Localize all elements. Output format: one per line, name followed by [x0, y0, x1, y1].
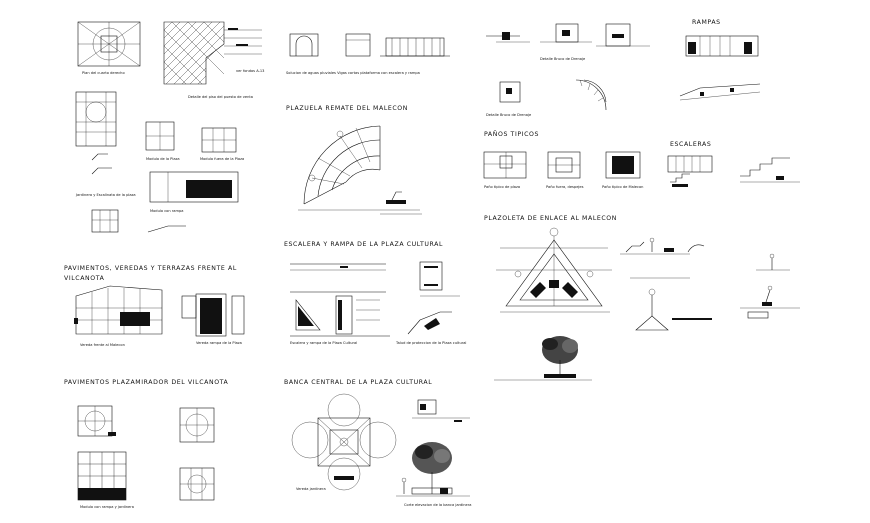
banca-elevation: Corte elevacion de la banca jardinera — [396, 399, 471, 507]
heading-panos: PAÑOS TIPICOS — [484, 129, 539, 138]
svg-text:Detalle Bruco de Drenaje: Detalle Bruco de Drenaje — [486, 113, 532, 117]
heading-banca: BANCA CENTRAL DE LA PLAZA CULTURAL — [284, 379, 432, 386]
caption-detalle-bruco: Detalle Bruco de Drenaje — [540, 57, 586, 61]
caption-modulo-plaza: Modulo de la Plaza — [146, 157, 180, 161]
caption-modulo-fuera: Modulo fuera de la Plaza — [200, 157, 244, 161]
heading-pav-veredas-1: PAVIMENTOS, VEREDAS Y TERRAZAS FRENTE AL — [64, 265, 237, 272]
caption-banca-plan: Vereda jardinera — [296, 487, 326, 491]
caption-pano-malecon: Paño tipico de Malecon — [602, 185, 643, 189]
left-details-column: Modulo de la Plaza Modulo fuera de la Pl… — [75, 91, 244, 233]
caption-modulo-rampa-jardinera: Modulo con rampa y jardinera — [80, 505, 134, 509]
heading-plazoleta: PLAZOLETA DE ENLACE AL MALECON — [484, 215, 617, 222]
heading-pav-veredas-2: VILCANOTA — [64, 275, 105, 282]
plan-cuarto: Plan del cuarto derecho — [77, 21, 141, 75]
heading-pav-plazamirador: PAVIMENTOS PLAZAMIRADOR DEL VILCANOTA — [64, 379, 229, 386]
right-figures — [620, 237, 800, 331]
elevations-row-top: Solucion de aguas pluviales Vigas cortas… — [286, 33, 450, 75]
tree-elevation — [494, 336, 592, 381]
heading-plazuela: PLAZUELA REMATE DEL MALECON — [286, 105, 408, 112]
detail-piso-hatched: ver fondos A-13 Detalle del piso del pue… — [163, 21, 264, 99]
plazuela-fan-plan — [298, 125, 422, 215]
heading-escalera-rampa: ESCALERA Y RAMPA DE LA PLAZA CULTURAL — [284, 241, 443, 248]
escalera-rampa-details: Escalera y rampa de la Plaza Cultural Ta… — [290, 261, 466, 345]
caption-vereda-frente: Vereda frente al Malecon — [80, 343, 125, 347]
caption-jardinera: Jardinera y Escalinata de la plaza — [75, 193, 136, 197]
caption-modulo-rampa: Modulo con rampa — [150, 209, 183, 213]
banca-central-plan: Vereda jardinera — [291, 393, 397, 491]
caption-pano-fuera: Paño fuera, despejes — [546, 185, 584, 189]
pavimentos-plazamirador: Modulo con rampa y jardinera — [77, 405, 215, 509]
heading-rampas: RAMPAS — [692, 19, 721, 26]
pavimentos-veredas: Vereda frente al Malecon Vereda rampa de… — [74, 285, 245, 347]
caption-vereda-rampa: Vereda rampa de la Plaza — [196, 341, 242, 345]
caption-pano-plaza: Paño tipico de plaza — [484, 185, 520, 189]
svg-text:ver fondos A-13: ver fondos A-13 — [236, 69, 264, 73]
caption-corte-elevacion: Corte elevacion de la banca jardinera — [404, 503, 471, 507]
detalle-bruco-group: Detalle Bruco de Drenaje Detalle Bruco d… — [486, 23, 650, 117]
panos-tipicos: Paño tipico de plaza Paño fuera, despeje… — [483, 151, 643, 189]
caption-planta-cuarto: Plan del cuarto derecho — [82, 71, 125, 75]
escaleras-details — [667, 155, 800, 187]
caption-detalle-piso: Detalle del piso del puesto de venta — [188, 95, 253, 99]
caption-solucion-aguas: Solucion de aguas pluviales Vigas cortas… — [286, 71, 420, 75]
caption-talud: Talud de proteccion de la Plaza cultural — [395, 341, 466, 345]
caption-escalera-rampa-plaza: Escalera y rampa de la Plaza Cultural — [290, 341, 357, 345]
plazoleta-triangle-plan — [496, 227, 612, 313]
ramps-section — [679, 35, 761, 101]
heading-escaleras: ESCALERAS — [670, 141, 711, 148]
